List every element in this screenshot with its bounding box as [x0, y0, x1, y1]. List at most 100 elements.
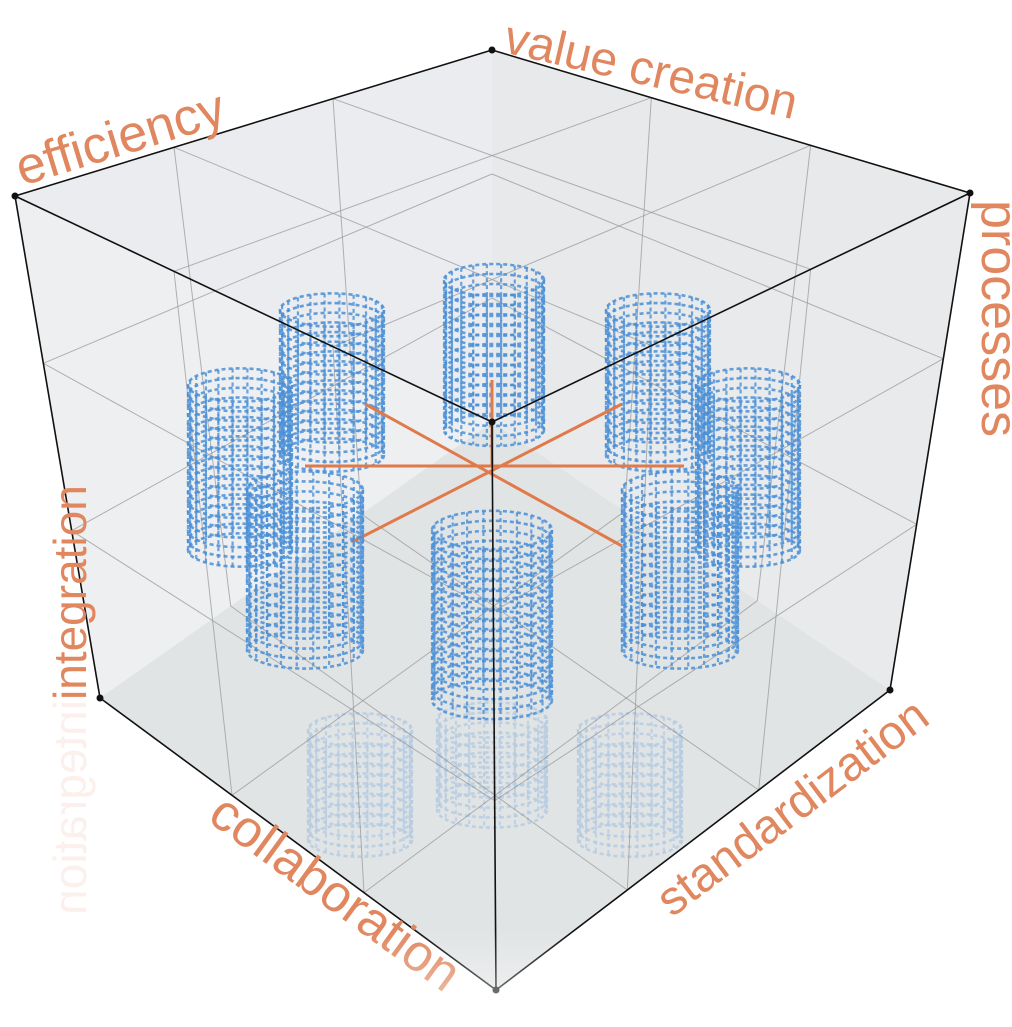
spoke-line: [364, 402, 623, 548]
integration-label-reflection: integration: [44, 700, 96, 915]
cylinder-ring: [694, 483, 802, 520]
front-cylinders: [245, 470, 740, 721]
cylinder-ring: [435, 791, 549, 829]
bottom-fade: [0, 930, 1012, 1027]
cube-top-face: [15, 50, 970, 422]
grid-line: [758, 269, 812, 791]
back-cylinders: [186, 262, 802, 568]
grid-line: [332, 98, 362, 515]
cylinder-ring: [306, 742, 414, 778]
grid-line: [361, 513, 759, 791]
cylinder-ring: [576, 802, 684, 838]
cylinder-ring: [604, 388, 712, 425]
cylinder-ring: [442, 282, 546, 318]
cylinder-ring: [435, 771, 549, 809]
cylinder-ring: [620, 510, 740, 550]
cylinder-right: [694, 367, 802, 568]
grid-line: [332, 144, 811, 348]
cube-edge: [491, 192, 971, 423]
cylinder-ring: [435, 751, 549, 789]
cylinder-ring: [620, 580, 740, 620]
cylinder-ring: [620, 560, 740, 600]
cylinder-ring: [694, 386, 802, 423]
cylinder-ring: [186, 386, 294, 423]
cylinder-ring: [435, 711, 549, 749]
cube-edge: [14, 49, 493, 197]
cube-edge: [889, 192, 971, 691]
cylinder-ring: [278, 359, 386, 396]
cylinder-ring: [306, 792, 414, 828]
cube-edge: [14, 195, 493, 423]
cylinder-ring: [576, 822, 684, 858]
cylinder-ring: [576, 782, 684, 818]
cylinder-ring: [604, 311, 712, 348]
cylinder-ring: [694, 435, 802, 471]
cube-vertex: [488, 46, 496, 54]
cylinder-front-center: [430, 509, 554, 721]
cylinder-ring: [576, 722, 684, 758]
cylinder-ring: [245, 490, 365, 530]
grid-line: [491, 173, 944, 360]
cylinder-back-left: [278, 292, 386, 473]
cylinder-ring: [435, 781, 549, 819]
cylinder-ring: [430, 599, 554, 641]
cylinder-ring: [576, 792, 684, 828]
cylinder-ring: [245, 510, 365, 550]
cylinder-ring: [186, 435, 294, 471]
grid-line: [173, 147, 232, 607]
grid-line: [173, 97, 652, 272]
cylinder-ring: [435, 721, 549, 759]
cylinder-ring: [604, 340, 712, 377]
cylinder-ring: [435, 761, 549, 799]
cylinder-ring: [186, 483, 294, 520]
cylinder-front-left: [245, 470, 365, 670]
cylinder-ring: [186, 512, 294, 549]
cylinder-ring: [694, 464, 802, 500]
cylinder-ring: [306, 722, 414, 758]
cylinder-ring: [435, 701, 549, 739]
cylinder-ring: [442, 352, 546, 388]
cylinder-ring: [620, 630, 740, 670]
grid-line: [71, 530, 495, 802]
cylinder-reflection: [435, 701, 549, 829]
cylinder-ring: [604, 417, 712, 454]
cylinder-ring: [576, 772, 684, 808]
cylinder-ring: [245, 580, 365, 620]
cylinder-ring: [186, 464, 294, 500]
label-reflections: integration: [44, 700, 96, 915]
cube-vertex: [886, 686, 894, 694]
cylinder-ring: [576, 742, 684, 778]
floor-reflections: [306, 701, 684, 858]
cube-edge: [14, 195, 101, 699]
cylinder-ring: [435, 741, 549, 779]
processes-label: processes: [970, 200, 1012, 437]
cylinder-ring: [430, 549, 554, 591]
cylinder-ring: [245, 560, 365, 600]
cylinder-ring: [435, 731, 549, 769]
cube-back-left-face: [15, 50, 492, 698]
cylinder-left: [186, 367, 294, 568]
cylinder-ring: [306, 762, 414, 798]
cylinder-ring: [306, 812, 414, 848]
grid-line: [332, 98, 811, 270]
cylinder-ring: [306, 712, 414, 748]
grid-line: [173, 146, 652, 347]
cylinder-ring: [306, 772, 414, 808]
cube-vertex: [96, 694, 104, 702]
cylinder-ring: [694, 415, 802, 452]
cylinder-ring: [442, 372, 546, 408]
cylinder-ring: [306, 802, 414, 838]
cylinder-reflection: [576, 712, 684, 858]
cylinder-ring: [576, 812, 684, 848]
cube-edge: [491, 421, 497, 991]
cylinder-ring: [430, 619, 554, 661]
cylinder-ring: [245, 630, 365, 670]
grid-line: [231, 510, 625, 796]
cylinder-ring: [620, 490, 740, 530]
cube-vertex: [11, 192, 19, 200]
cylinder-back-center: [442, 262, 546, 448]
cylinder-ring: [576, 732, 684, 768]
cylinder-ring: [604, 359, 712, 396]
